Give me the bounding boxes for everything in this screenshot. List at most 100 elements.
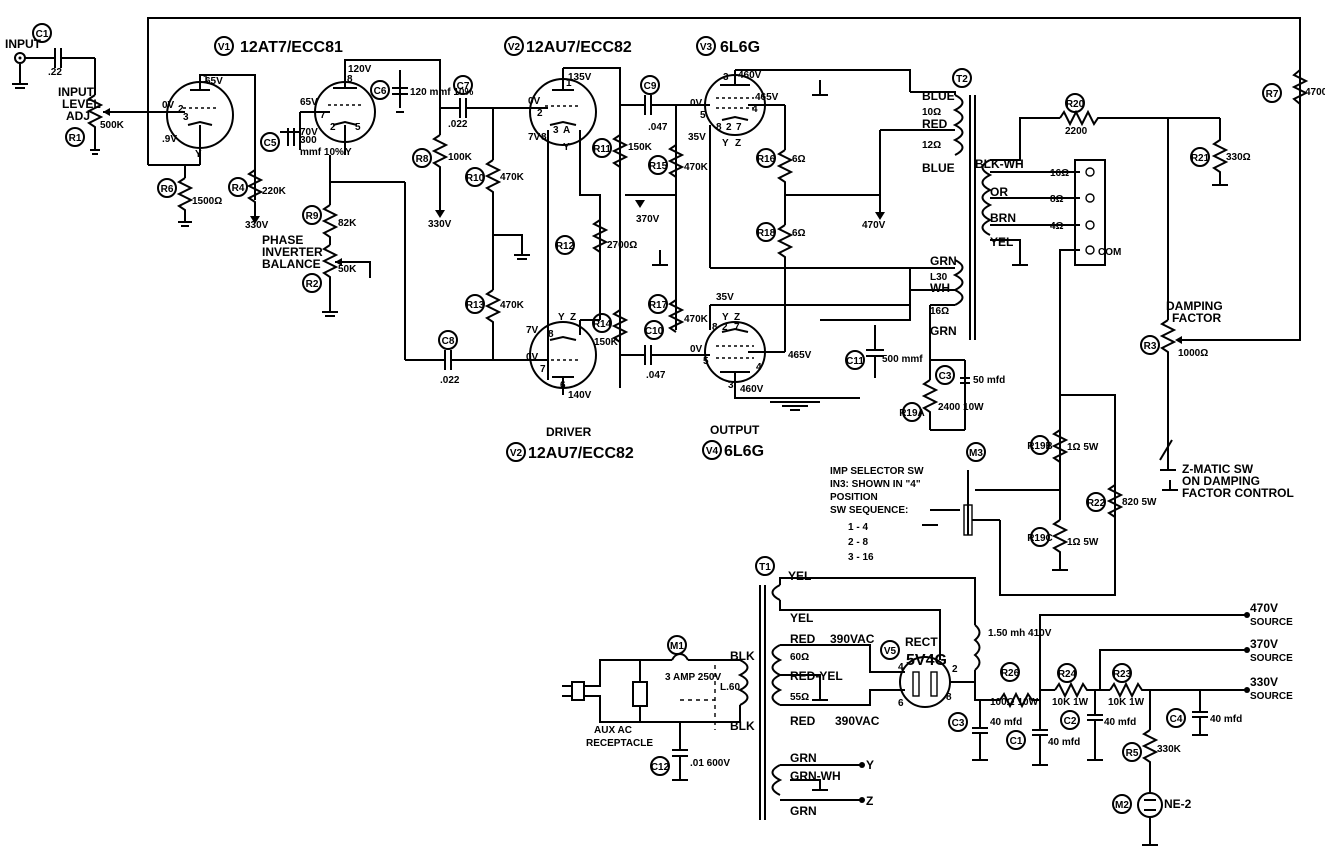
- svg-text:2: 2: [178, 104, 184, 115]
- svg-text:4: 4: [752, 104, 758, 115]
- svg-text:BLUE: BLUE: [922, 161, 955, 175]
- svg-text:0V: 0V: [690, 344, 703, 355]
- ref-v2b: V2: [510, 448, 523, 459]
- ref-c8: C8: [442, 336, 455, 347]
- src-330-1: 330V: [1250, 675, 1278, 689]
- svg-text:L30: L30: [930, 272, 948, 283]
- val-c2: 40 mfd: [1104, 717, 1136, 728]
- ref-c1b: C1: [1010, 736, 1023, 747]
- t1-transformer: [720, 577, 976, 820]
- zmatic-2: ON DAMPING: [1182, 474, 1260, 488]
- imp-sel-4: SW SEQUENCE:: [830, 505, 908, 516]
- val-c10: .047: [646, 370, 666, 381]
- svg-text:GRN: GRN: [930, 254, 957, 268]
- svg-text:460V: 460V: [738, 70, 762, 81]
- ref-r18: R18: [757, 228, 776, 239]
- ref-m2: M2: [1115, 800, 1129, 811]
- svg-text:Y: Y: [558, 312, 565, 323]
- val-r17: 470K: [684, 314, 709, 325]
- svg-text:8: 8: [716, 122, 722, 133]
- v5-rectifier: [899, 656, 1000, 708]
- feedback-loop: [147, 17, 1309, 341]
- t2-lead-labels: BLUE 10Ω RED 12Ω BLUE BLK-WH 16Ω OR 8Ω B…: [922, 89, 1069, 338]
- svg-text:A: A: [563, 125, 570, 136]
- svg-text:BLUE: BLUE: [922, 89, 955, 103]
- svg-text:RED: RED: [790, 714, 816, 728]
- ref-c1: C1: [36, 29, 49, 40]
- damping-2: FACTOR: [1172, 311, 1221, 325]
- ref-c10: C10: [645, 326, 664, 337]
- ref-r5: R5: [1126, 748, 1139, 759]
- ref-r7: R7: [1266, 89, 1279, 100]
- phase-inv-3: BALANCE: [262, 257, 321, 271]
- r6-resistor: [176, 177, 194, 227]
- ref-r21: R21: [1191, 153, 1210, 164]
- val-r2: 50K: [338, 264, 357, 275]
- svg-text:8: 8: [541, 132, 547, 143]
- svg-text:60Ω: 60Ω: [790, 652, 809, 663]
- zmatic-1: Z-MATIC SW: [1182, 462, 1254, 476]
- ref-v1: V1: [218, 42, 231, 53]
- svg-text:12Ω: 12Ω: [922, 140, 941, 151]
- ref-r20: R20: [1066, 99, 1085, 110]
- val-c9: .047: [648, 122, 668, 133]
- ref-m3: M3: [969, 448, 983, 459]
- ref-c2: C2: [1064, 716, 1077, 727]
- voltage-labels: 65V 0V .9V 120V 65V 70V 330V 330V 135V 0…: [162, 64, 886, 401]
- val-c4: 40 mfd: [1210, 714, 1242, 725]
- svg-text:10Ω: 10Ω: [922, 107, 941, 118]
- val-c1: .22: [48, 67, 62, 78]
- val-r8: 100K: [448, 152, 473, 163]
- svg-text:YEL: YEL: [790, 611, 813, 625]
- svg-text:Y: Y: [722, 138, 729, 149]
- ref-r8: R8: [416, 154, 429, 165]
- y-label: Y: [866, 758, 874, 772]
- r16-resistor: [776, 149, 794, 225]
- aux-2: RECEPTACLE: [586, 738, 653, 749]
- r19a-resistor: [921, 359, 970, 431]
- svg-text:.9V: .9V: [162, 134, 177, 145]
- t2-transformer: [880, 91, 1080, 380]
- input-section: [12, 48, 175, 155]
- svg-text:70V: 70V: [300, 127, 318, 138]
- val-m1: 3 AMP 250V: [665, 672, 721, 683]
- val-choke: 1.50 mh 410V: [988, 628, 1052, 639]
- ref-r9: R9: [306, 211, 319, 222]
- ref-r10: R10: [466, 173, 485, 184]
- val-r12: 2700Ω: [607, 240, 637, 251]
- src-470-2: SOURCE: [1250, 617, 1293, 628]
- c7-capacitor: [440, 98, 530, 118]
- ref-r17: R17: [649, 300, 668, 311]
- com-label: COM: [1098, 247, 1121, 258]
- svg-text:3: 3: [183, 112, 189, 123]
- val-c5-1: 300: [300, 135, 317, 146]
- val-r24: 10K 1W: [1052, 697, 1089, 708]
- ref-r4: R4: [232, 183, 245, 194]
- val-c1b: 40 mfd: [1048, 737, 1080, 748]
- section-labels: INPUT INPUT LEVEL ADJ PHASE INVERTER BAL…: [5, 37, 1294, 811]
- svg-text:4Ω: 4Ω: [1050, 221, 1064, 232]
- r12-resistor: [591, 219, 609, 265]
- ref-r1: R1: [69, 133, 82, 144]
- svg-text:5: 5: [703, 356, 709, 367]
- svg-text:6: 6: [898, 698, 904, 709]
- ref-c11: C11: [846, 356, 864, 367]
- val-r10: 470K: [500, 172, 525, 183]
- v5-type: 5V4G: [906, 652, 947, 669]
- v3-type: 6L6G: [720, 39, 760, 56]
- driver-label: DRIVER: [546, 425, 592, 439]
- ref-r15: R15: [649, 161, 668, 172]
- tube-type-labels: 12AT7/ECC81 12AU7/ECC82 6L6G 12AU7/ECC82…: [240, 39, 947, 669]
- svg-text:0V: 0V: [162, 100, 175, 111]
- svg-text:Y: Y: [195, 149, 202, 160]
- phase-inv-1: PHASE: [262, 233, 303, 247]
- svg-text:330V: 330V: [428, 219, 452, 230]
- svg-text:RED: RED: [790, 632, 816, 646]
- svg-text:2: 2: [537, 108, 543, 119]
- svg-text:4: 4: [898, 662, 904, 673]
- val-r19a: 2400 10W: [938, 402, 984, 413]
- svg-text:2: 2: [330, 122, 336, 133]
- r15-resistor: [625, 144, 685, 208]
- r17-resistor: [652, 250, 685, 333]
